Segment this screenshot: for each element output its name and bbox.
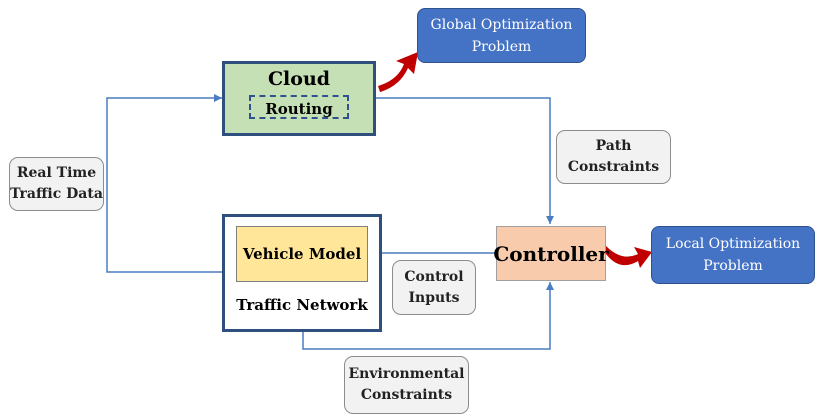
edge-environmental-constraints bbox=[302, 282, 554, 350]
controller-node: Controller bbox=[493, 226, 609, 281]
red-arrow-local bbox=[606, 246, 652, 268]
local-optimization-node: Local Optimization Problem bbox=[651, 226, 815, 284]
global-optimization-node: Global Optimization Problem bbox=[417, 8, 586, 63]
cloud-node: Cloud Routing bbox=[222, 61, 376, 136]
red-arrow-global bbox=[378, 52, 418, 92]
edge-real-time-traffic bbox=[106, 94, 222, 273]
traffic-network-title: Traffic Network bbox=[236, 296, 368, 314]
edge-path-constraints bbox=[376, 97, 554, 224]
label-environmental-constraints: Environmental Constraints bbox=[344, 356, 469, 414]
vehicle-model-box: Vehicle Model bbox=[236, 226, 368, 282]
label-control-inputs: Control Inputs bbox=[392, 260, 476, 315]
label-path-constraints: Path Constraints bbox=[556, 130, 671, 184]
traffic-network-node: Vehicle Model Traffic Network bbox=[222, 214, 382, 332]
cloud-title: Cloud bbox=[267, 68, 331, 90]
routing-box: Routing bbox=[249, 95, 349, 119]
label-real-time-traffic-data: Real Time Traffic Data bbox=[9, 157, 104, 211]
